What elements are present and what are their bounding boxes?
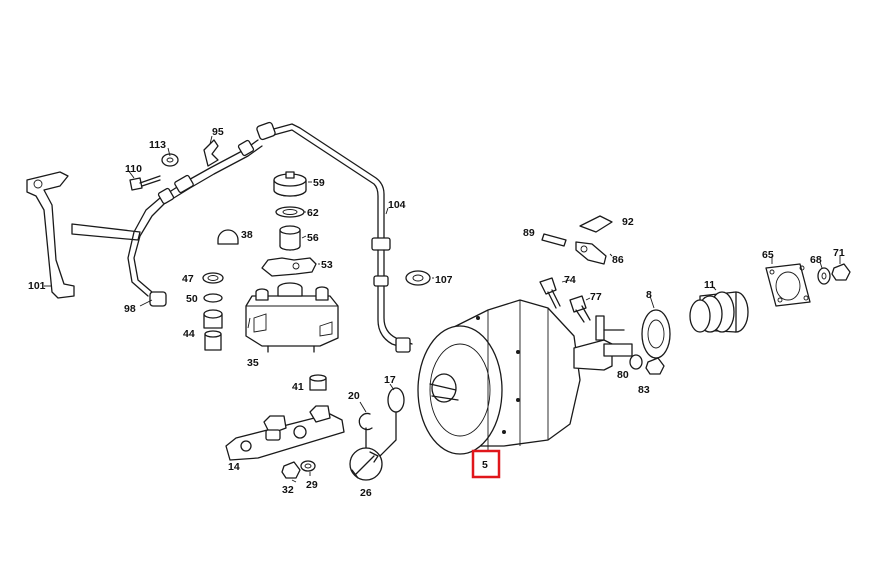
part-71-nut [831,263,851,281]
label-98[interactable]: 98 [124,303,136,315]
part-labels: 101 113 95 110 98 59 62 104 38 56 53 47 … [28,126,845,499]
part-53-clip [261,257,317,277]
label-41[interactable]: 41 [292,381,304,393]
part-56-grommet [279,225,301,251]
label-86[interactable]: 86 [612,254,624,266]
part-41-plug [309,374,327,391]
label-53[interactable]: 53 [321,259,333,271]
label-113[interactable]: 113 [149,139,166,151]
label-92[interactable]: 92 [622,216,634,228]
part-26-tool-symbol [349,411,397,481]
label-101[interactable]: 101 [28,280,46,292]
part-83-nut [645,357,665,375]
label-71[interactable]: 71 [833,247,845,259]
label-95[interactable]: 95 [212,126,224,138]
part-32-nut [281,461,301,479]
part-65-gasket-plate [765,263,811,307]
part-68-washer [817,267,831,285]
label-110[interactable]: 110 [125,163,142,175]
label-5[interactable]: 5 [482,459,488,471]
part-59-reservoir-cap [273,171,307,197]
label-77[interactable]: 77 [590,291,602,303]
label-68[interactable]: 68 [810,254,822,266]
part-110-screw [129,175,161,191]
label-17[interactable]: 17 [384,374,396,386]
label-56[interactable]: 56 [307,232,319,244]
part-113-washer [161,153,179,167]
label-80[interactable]: 80 [617,369,629,381]
label-35[interactable]: 35 [247,357,259,369]
part-17-o-ring [387,387,405,413]
label-104[interactable]: 104 [388,199,406,211]
label-20[interactable]: 20 [348,390,360,402]
part-11-boot [689,291,749,333]
part-50-ring [203,293,223,303]
label-38[interactable]: 38 [241,229,253,241]
part-20-circlip [358,412,373,431]
part-35-reservoir [245,282,339,353]
part-44-switch [203,309,223,351]
part-62-seal [275,206,305,218]
part-89-pin [541,233,567,247]
label-11[interactable]: 11 [704,279,715,291]
label-29[interactable]: 29 [306,479,318,491]
part-14-master-cylinder [225,405,345,461]
part-80-circlip [629,354,643,370]
label-59[interactable]: 59 [313,177,325,189]
label-62[interactable]: 62 [307,207,319,219]
part-92-clip [579,215,613,233]
label-44[interactable]: 44 [183,328,195,340]
label-47[interactable]: 47 [182,273,194,285]
part-86-clevis [575,241,607,265]
part-8-gasket [641,309,671,359]
label-74[interactable]: 74 [564,274,576,286]
part-77-screw [569,295,591,323]
label-89[interactable]: 89 [523,227,535,239]
part-5-highlight-box[interactable] [471,449,501,479]
label-65[interactable]: 65 [762,249,774,261]
part-107-nut [405,270,431,286]
part-104-brake-pipe [371,237,413,353]
part-5-brake-booster [417,299,633,455]
part-29-washer [300,460,316,472]
label-107[interactable]: 107 [435,274,453,286]
part-101-bracket [26,171,141,299]
part-47-washer [202,272,224,284]
label-83[interactable]: 83 [638,384,650,396]
leader-lines [44,135,841,483]
label-50[interactable]: 50 [186,293,198,305]
label-8[interactable]: 8 [646,289,652,301]
part-74-screw [539,277,561,309]
label-32[interactable]: 32 [282,484,294,496]
label-26[interactable]: 26 [360,487,372,499]
part-38-plug [217,229,239,245]
part-brake-line-98 [127,121,385,307]
label-14[interactable]: 14 [228,461,240,473]
